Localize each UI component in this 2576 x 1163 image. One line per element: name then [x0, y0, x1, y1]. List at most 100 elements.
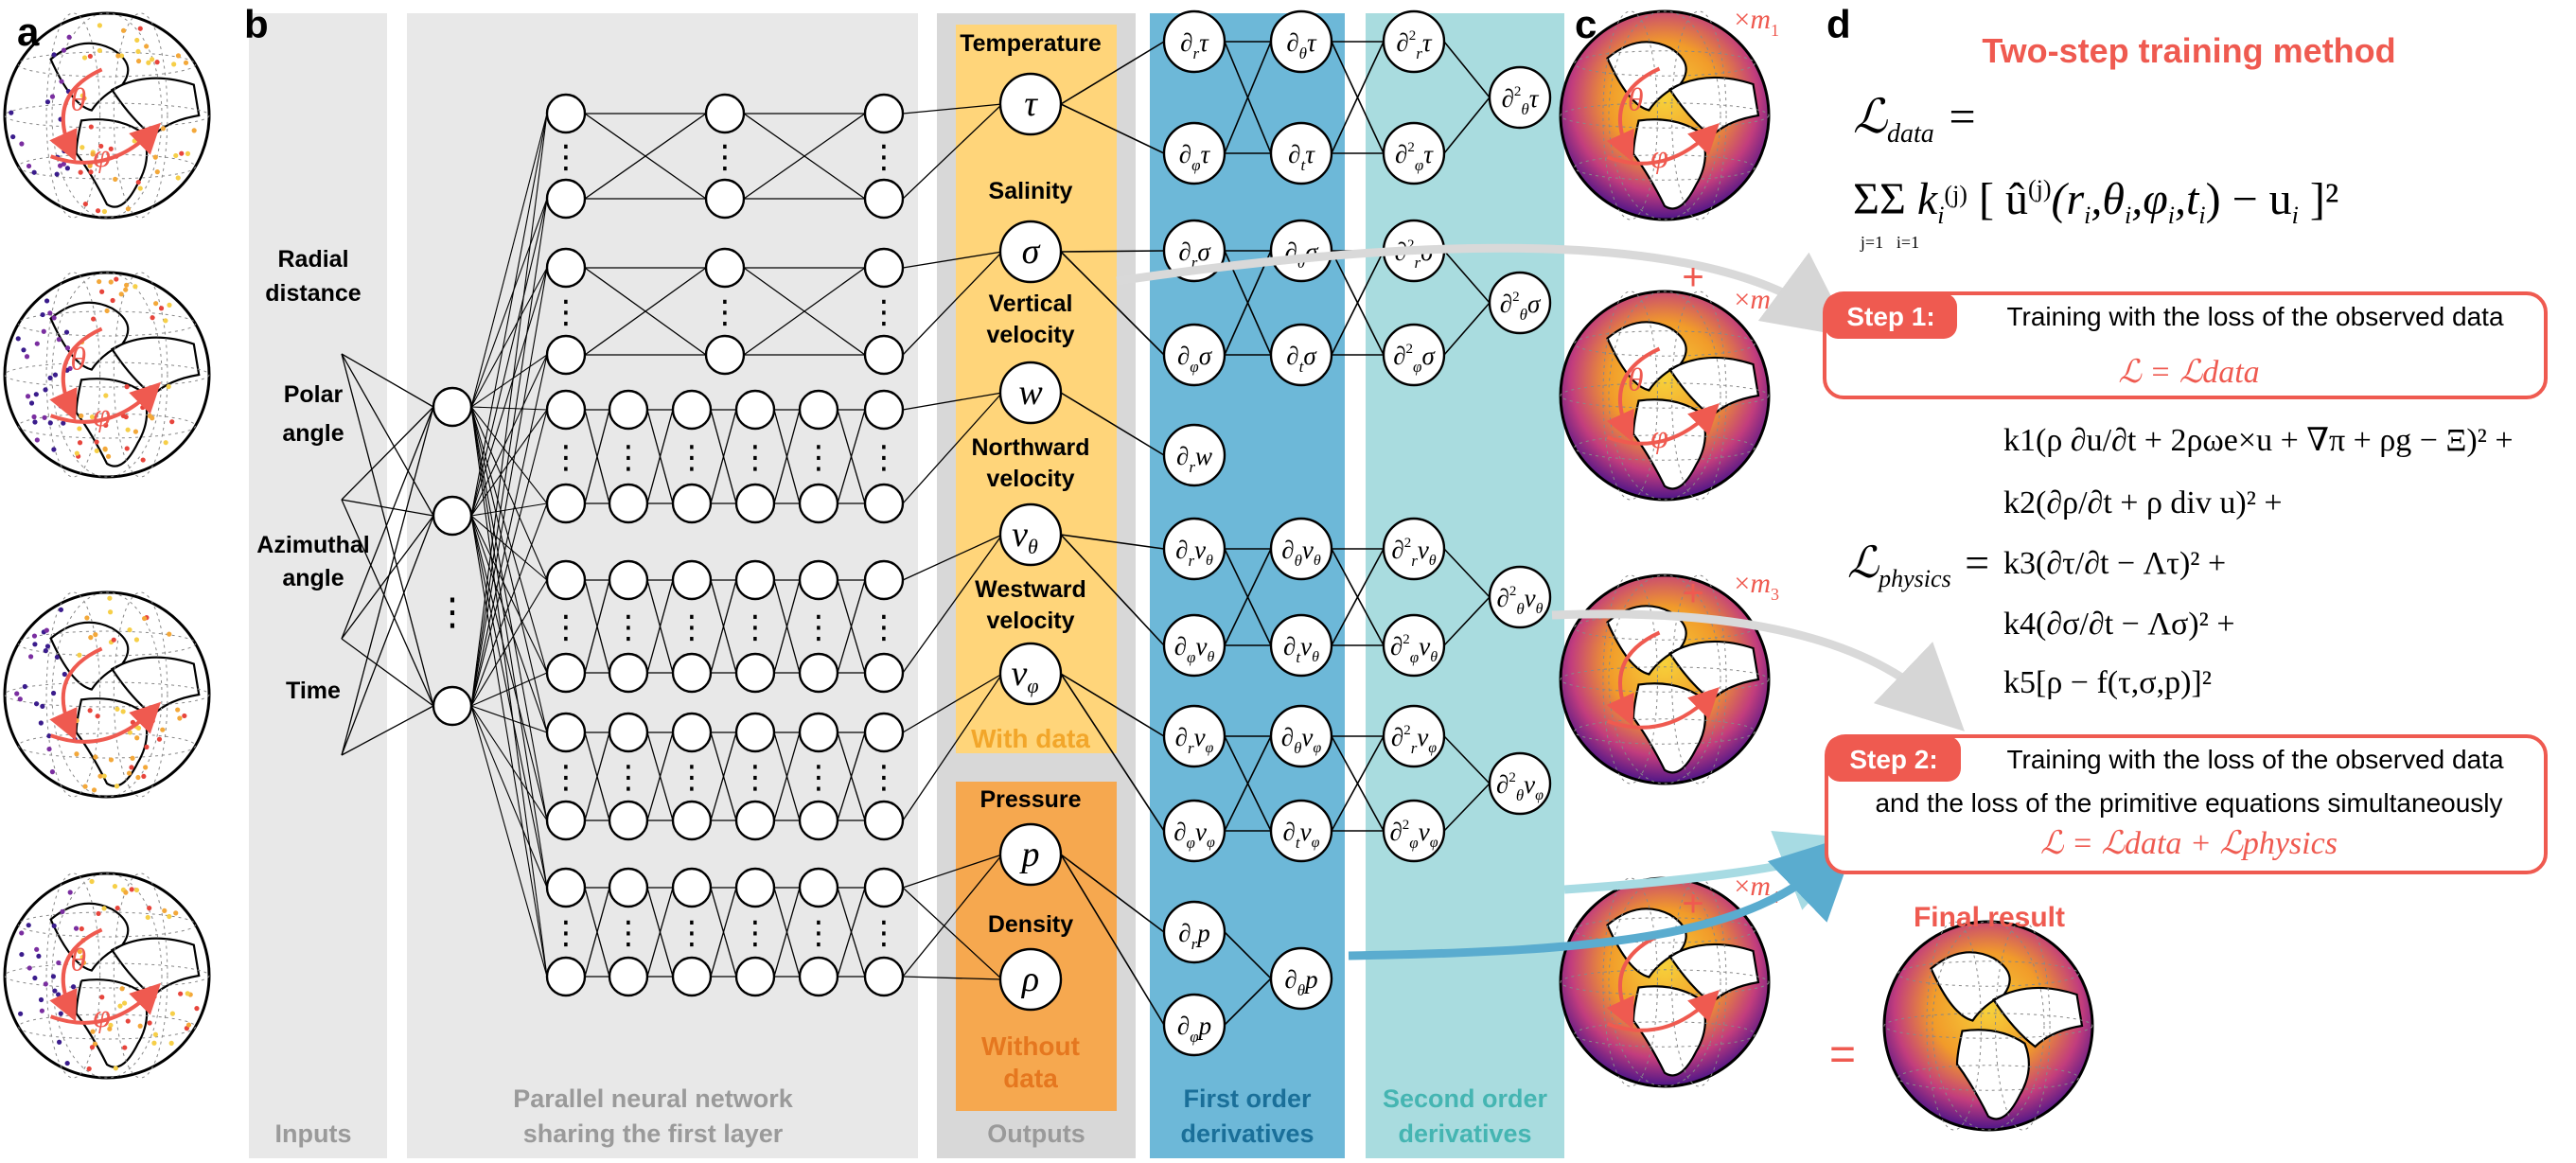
connection-line — [1060, 673, 1165, 737]
output-vtheta-symbol: vθ — [1012, 515, 1038, 558]
grid-meridian — [113, 591, 168, 798]
observation-point — [124, 446, 130, 451]
observation-point — [179, 150, 185, 156]
ldata-sum: ΣΣ ki(j) [ û(j)(ri,θi,φi,ti) − ui ]² — [1853, 174, 2338, 229]
second-order-node-tau-symbol: ∂2rτ — [1396, 28, 1432, 62]
observation-point — [151, 994, 157, 999]
second-order-node-vtheta-symbol: ∂2θvθ — [1496, 584, 1543, 618]
observation-point — [61, 161, 66, 167]
input-label-theta: Polar — [284, 381, 344, 408]
connection-line — [470, 198, 548, 517]
observation-point — [54, 171, 60, 177]
ellipsis-icon: ⋮ — [433, 591, 471, 633]
first-order-node-symbol: ∂θp — [1284, 965, 1317, 999]
connection-line — [710, 579, 737, 674]
hidden-neuron — [863, 800, 905, 841]
second-order-node-vtheta — [1382, 517, 1446, 581]
observation-point — [77, 426, 82, 432]
connection-line — [1060, 673, 1165, 832]
first-order-node — [1162, 613, 1226, 678]
first-order-node-symbol: ∂θτ — [1286, 28, 1317, 62]
observation-point — [95, 714, 100, 719]
ellipsis-icon: ⋮ — [739, 760, 771, 796]
hidden-neuron — [545, 178, 587, 220]
observation-point — [77, 948, 82, 955]
connection-line — [470, 406, 548, 581]
output-label-w: Vertical — [989, 291, 1073, 317]
grid-parallel — [1897, 1065, 2079, 1091]
connection-line — [470, 267, 548, 517]
phi-arrow — [1606, 990, 1720, 1032]
observation-point — [80, 960, 87, 965]
connection-line — [902, 392, 1003, 411]
observation-point — [49, 769, 56, 775]
observation-point — [134, 37, 140, 44]
grid-meridian — [1602, 291, 1658, 501]
observation-point — [144, 44, 150, 49]
observation-point — [110, 297, 115, 304]
ellipsis-icon: ⋮ — [550, 760, 582, 796]
observation-point — [47, 375, 53, 380]
first-order-node-symbol: ∂rp — [1178, 919, 1209, 953]
phi-arrow — [49, 701, 162, 744]
connection-line — [710, 887, 737, 978]
ellipsis-icon: ⋮ — [739, 440, 771, 476]
observation-point — [147, 1020, 152, 1026]
observation-point — [171, 62, 177, 67]
grid-meridian — [1602, 877, 1658, 1087]
hidden-neuron — [863, 652, 905, 694]
ellipsis-icon: ⋮ — [868, 294, 900, 330]
ellipsis-icon: ⋮ — [550, 609, 582, 645]
ellipsis-icon: ⋮ — [868, 915, 900, 951]
observation-point — [122, 1045, 128, 1050]
observation-point — [108, 757, 115, 763]
observation-point — [115, 706, 120, 712]
first-order-node — [1269, 517, 1333, 581]
panel-letter-c: c — [1575, 2, 1597, 46]
observation-point — [42, 414, 47, 420]
second-order-node-vphi — [1382, 704, 1446, 768]
panel-c-globe — [1559, 876, 1771, 1088]
first-order-node — [1162, 423, 1226, 487]
output-w-symbol: w — [1018, 373, 1043, 413]
observation-point — [33, 701, 40, 707]
observation-point — [21, 347, 26, 353]
connection-line — [341, 515, 434, 640]
observation-point — [108, 279, 114, 285]
grid-parallel — [1574, 917, 1756, 943]
grid-parallel — [4, 681, 210, 708]
hidden-neuron — [798, 652, 839, 694]
connection-line — [1443, 41, 1491, 98]
second-order-node-tau — [1382, 9, 1446, 74]
grid-meridian — [1671, 291, 1727, 501]
panel-letter-b: b — [244, 2, 269, 46]
connection-line — [470, 198, 548, 707]
observation-point — [97, 47, 102, 54]
first-order-node-symbol: ∂tσ — [1286, 342, 1317, 376]
connection-line — [1060, 854, 1165, 1026]
observation-point — [133, 887, 140, 893]
observation-point — [31, 169, 37, 175]
observation-point — [167, 631, 172, 637]
ellipsis-icon: ⋮ — [676, 760, 708, 796]
hidden-neuron — [545, 652, 587, 694]
grid-meridian — [1932, 921, 2045, 1131]
connection-line — [584, 409, 610, 504]
connection-line — [470, 354, 548, 707]
observation-point — [79, 925, 84, 932]
input-label-theta: angle — [282, 420, 344, 447]
connection-line — [470, 515, 548, 733]
observation-point — [118, 291, 124, 297]
hidden-neuron — [734, 652, 776, 694]
connection-line — [470, 409, 548, 517]
observation-point — [153, 301, 159, 307]
hidden-neuron — [545, 867, 587, 908]
grid-meridian — [1602, 574, 1658, 784]
theta-arrow — [1606, 346, 1661, 443]
network-panel — [407, 13, 918, 1163]
observation-point — [82, 784, 88, 789]
observation-point — [132, 429, 139, 434]
observation-point — [62, 148, 67, 154]
observation-point — [51, 52, 57, 58]
first-order-node — [1162, 9, 1226, 74]
